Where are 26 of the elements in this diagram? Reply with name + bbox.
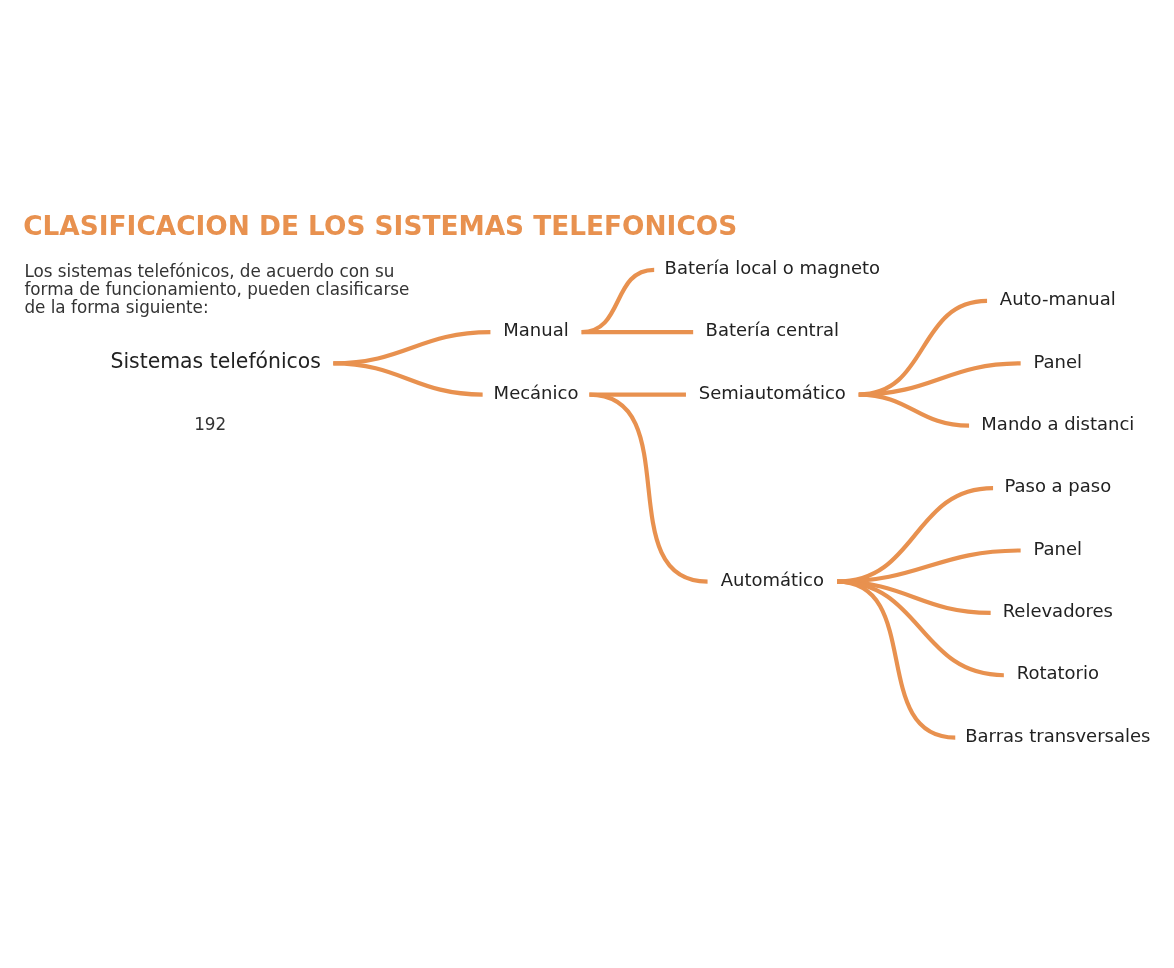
node-text: Panel [1033,350,1083,372]
connector [333,360,483,397]
node-text: Semiautomático [698,381,846,403]
node-text: Rotatorio [1016,661,1099,683]
node-text: Automático [720,568,824,590]
connector [836,579,956,740]
node-text: Relevadores [1002,599,1113,621]
node-text: Batería local o magneto [664,256,881,278]
connector [589,391,686,397]
node-text: Sistemas telefónicos [110,348,321,373]
node-text: Manual [503,318,569,340]
connector [858,391,970,428]
node-text: Panel [1033,537,1083,559]
node-text: Auto-manual [999,287,1116,309]
diagram-title: CLASIFICACION DE LOS SISTEMAS TELEFONICOS [23,210,738,241]
connector [837,547,1021,584]
connector [858,360,1021,397]
node-text: Batería central [705,318,840,340]
connector [581,329,694,334]
node-text: Barras transversales [965,724,1151,746]
label: 192 [194,413,227,434]
node-text: Mecánico [493,381,579,403]
connector [589,391,708,584]
node-text: Mando a distanci [981,412,1135,434]
label: Los sistemas telefónicos, de acuerdo con su forma de funcionamiento, pueden clasificarse de la forma siguiente: [24,260,410,317]
node-text: Paso a paso [1004,474,1112,496]
